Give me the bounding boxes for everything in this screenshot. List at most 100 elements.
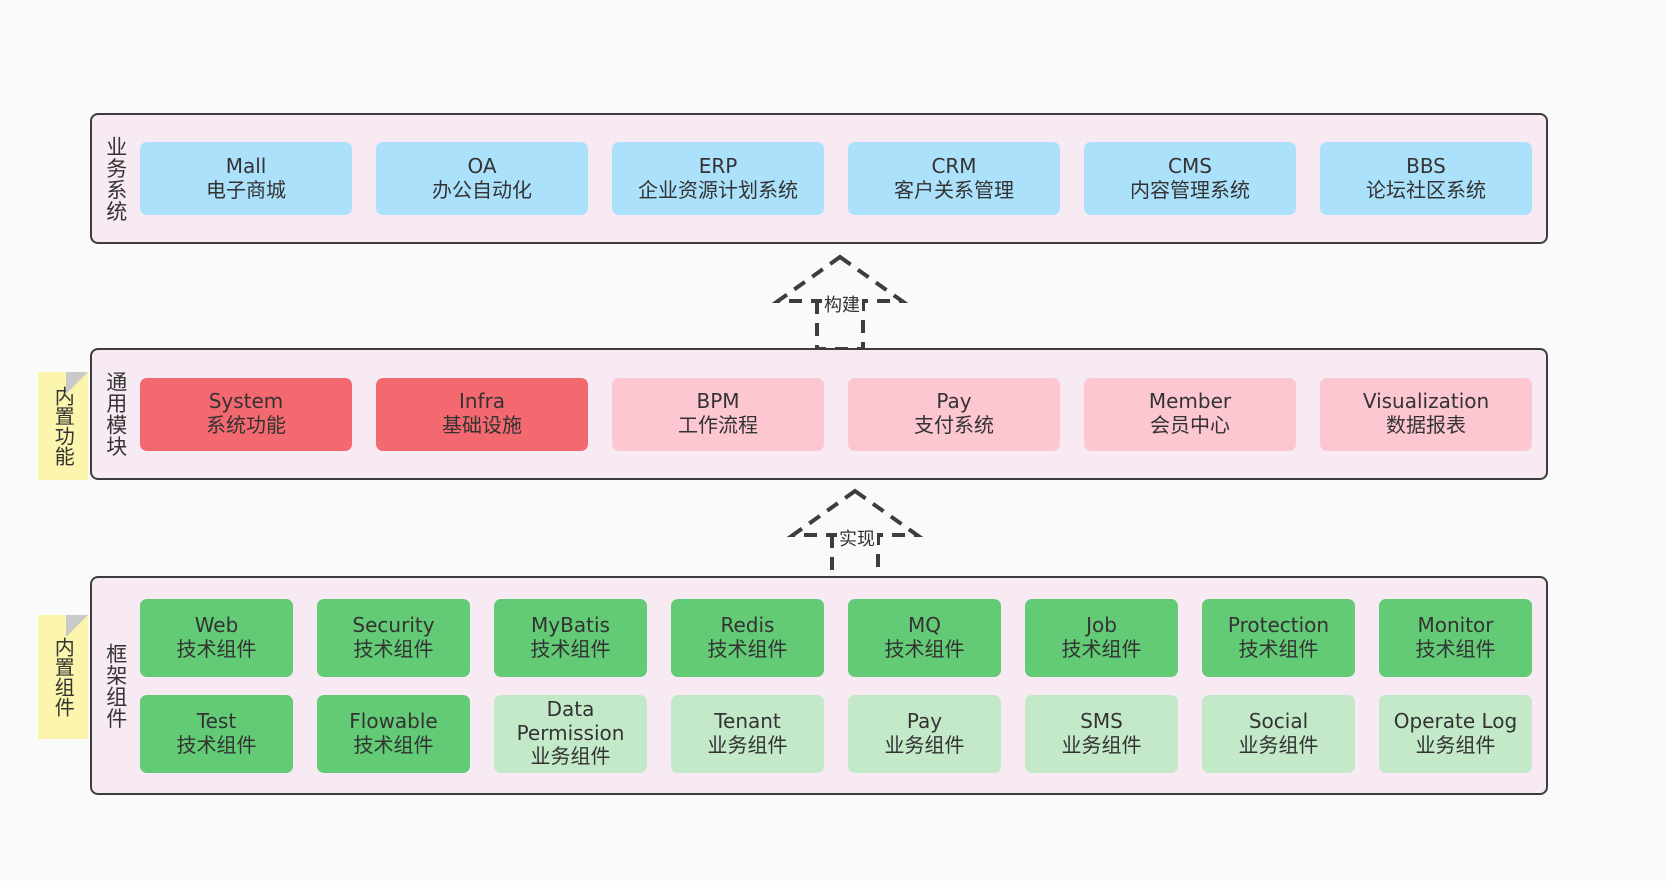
card-title-cn: 业务组件 (707, 732, 788, 757)
card-title-cn: 内容管理系统 (1130, 177, 1250, 202)
card-title-cn: 电子商城 (206, 177, 286, 202)
card-erp[interactable]: ERP 企业资源计划系统 (612, 142, 824, 215)
card-title-cn: 企业资源计划系统 (638, 177, 798, 202)
card-title-en: OA (467, 153, 497, 178)
card-mq[interactable]: MQ 技术组件 (848, 598, 1001, 677)
card-row: Mall 电子商城 OA 办公自动化 ERP 企业资源计划系统 CRM 客户关系… (140, 142, 1532, 215)
card-bpm[interactable]: BPM 工作流程 (612, 377, 824, 451)
card-sms[interactable]: SMS 业务组件 (1025, 694, 1178, 773)
card-tenant[interactable]: Tenant 业务组件 (671, 694, 824, 773)
arrow-label-build: 构建 (822, 291, 862, 317)
layer-business-systems: 业务系统 Mall 电子商城 OA 办公自动化 ERP 企业资源计划系统 CRM… (90, 113, 1548, 244)
note-builtin-function: 内置功能 (38, 372, 88, 480)
layer-title-common: 通用模块 (103, 371, 128, 457)
note-label: 内置组件 (51, 637, 76, 717)
card-title-cn: 客户关系管理 (894, 177, 1014, 202)
layer-title-business: 业务系统 (103, 135, 128, 222)
card-title-cn: 业务组件 (530, 744, 611, 769)
card-title-en: Infra (458, 389, 506, 414)
card-title-en: Member (1148, 389, 1232, 414)
card-infra[interactable]: Infra 基础设施 (376, 377, 588, 451)
card-pay[interactable]: Pay 支付系统 (848, 377, 1060, 451)
card-title-en: Mall (225, 153, 267, 178)
card-title-cn: 技术组件 (707, 636, 788, 661)
card-monitor[interactable]: Monitor 技术组件 (1379, 598, 1532, 677)
card-job[interactable]: Job 技术组件 (1025, 598, 1178, 677)
card-redis[interactable]: Redis 技术组件 (671, 598, 824, 677)
card-title-en: Redis (720, 612, 775, 637)
card-crm[interactable]: CRM 客户关系管理 (848, 142, 1060, 215)
card-title-en: Protection (1227, 612, 1330, 637)
card-social[interactable]: Social 业务组件 (1202, 694, 1355, 773)
layer-common-modules: 通用模块 System 系统功能 Infra 基础设施 BPM 工作流程 Pay… (90, 348, 1548, 480)
layer-body-common: System 系统功能 Infra 基础设施 BPM 工作流程 Pay 支付系统… (138, 350, 1546, 478)
card-title-en: Test (196, 708, 237, 733)
card-title-cn: 技术组件 (353, 636, 434, 661)
card-pay-business[interactable]: Pay 业务组件 (848, 694, 1001, 773)
layer-body-business: Mall 电子商城 OA 办公自动化 ERP 企业资源计划系统 CRM 客户关系… (138, 115, 1546, 242)
card-title-en: Web (194, 612, 239, 637)
card-title-cn: 技术组件 (176, 732, 257, 757)
card-flowable[interactable]: Flowable 技术组件 (317, 694, 470, 773)
card-web[interactable]: Web 技术组件 (140, 598, 293, 677)
relation-arrow-build: 构建 (760, 253, 920, 353)
card-bbs[interactable]: BBS 论坛社区系统 (1320, 142, 1532, 215)
card-mybatis[interactable]: MyBatis 技术组件 (494, 598, 647, 677)
card-title-en: MQ (908, 612, 941, 637)
card-title-cn: 论坛社区系统 (1366, 177, 1486, 202)
card-title-en: SMS (1080, 708, 1123, 733)
card-title-en: Pay (906, 708, 943, 733)
card-row: System 系统功能 Infra 基础设施 BPM 工作流程 Pay 支付系统… (140, 377, 1532, 451)
card-title-cn: 技术组件 (530, 636, 611, 661)
card-title-cn: 技术组件 (884, 636, 965, 661)
card-mall[interactable]: Mall 电子商城 (140, 142, 352, 215)
card-title-en: BBS (1406, 153, 1446, 178)
card-title-en: Monitor (1417, 612, 1494, 637)
card-system[interactable]: System 系统功能 (140, 377, 352, 451)
card-oa[interactable]: OA 办公自动化 (376, 142, 588, 215)
card-visualization[interactable]: Visualization 数据报表 (1320, 377, 1532, 451)
card-title-en: Social (1248, 708, 1309, 733)
card-title-cn: 业务组件 (1415, 732, 1496, 757)
card-title-en: Flowable (349, 708, 438, 733)
card-title-en: Pay (936, 389, 972, 414)
card-title-en: CRM (931, 153, 977, 178)
note-builtin-component: 内置组件 (38, 615, 88, 739)
card-security[interactable]: Security 技术组件 (317, 598, 470, 677)
card-title-cn: 业务组件 (884, 732, 965, 757)
card-cms[interactable]: CMS 内容管理系统 (1084, 142, 1296, 215)
card-title-cn: 数据报表 (1386, 413, 1466, 437)
card-title-en: Tenant (714, 708, 781, 733)
card-title-cn: 会员中心 (1150, 413, 1230, 437)
relation-arrow-implement: 实现 (775, 487, 935, 587)
card-title-en: Job (1086, 612, 1117, 637)
card-title-en: System (208, 389, 284, 414)
card-title-cn: 技术组件 (353, 732, 434, 757)
card-title-en: BPM (696, 389, 740, 414)
layer-title-framework: 框架组件 (103, 642, 128, 729)
card-title-cn: 系统功能 (206, 413, 286, 437)
card-member[interactable]: Member 会员中心 (1084, 377, 1296, 451)
card-title-cn: 业务组件 (1061, 732, 1142, 757)
card-row: Test 技术组件 Flowable 技术组件 Data Permission … (140, 694, 1532, 773)
card-title-en: Security (352, 612, 435, 637)
card-title-cn: 工作流程 (678, 413, 758, 437)
card-title-cn: 技术组件 (1238, 636, 1319, 661)
card-title-en: MyBatis (531, 612, 610, 637)
card-protection[interactable]: Protection 技术组件 (1202, 598, 1355, 677)
card-title-cn: 业务组件 (1238, 732, 1319, 757)
card-operate-log[interactable]: Operate Log 业务组件 (1379, 694, 1532, 773)
card-title-en: CMS (1168, 153, 1212, 178)
layer-body-framework: Web 技术组件 Security 技术组件 MyBatis 技术组件 Redi… (138, 578, 1546, 793)
card-title-cn: 支付系统 (914, 413, 994, 437)
card-title-en: ERP (698, 153, 738, 178)
card-title-cn: 技术组件 (1415, 636, 1496, 661)
layer-framework-components: 框架组件 Web 技术组件 Security 技术组件 MyBatis 技术组件… (90, 576, 1548, 795)
arrow-label-implement: 实现 (837, 525, 877, 551)
card-title-en: Operate Log (1393, 708, 1518, 733)
card-data-permission[interactable]: Data Permission 业务组件 (494, 694, 647, 773)
note-label: 内置功能 (51, 386, 76, 466)
card-title-cn: 办公自动化 (432, 177, 532, 202)
card-test[interactable]: Test 技术组件 (140, 694, 293, 773)
